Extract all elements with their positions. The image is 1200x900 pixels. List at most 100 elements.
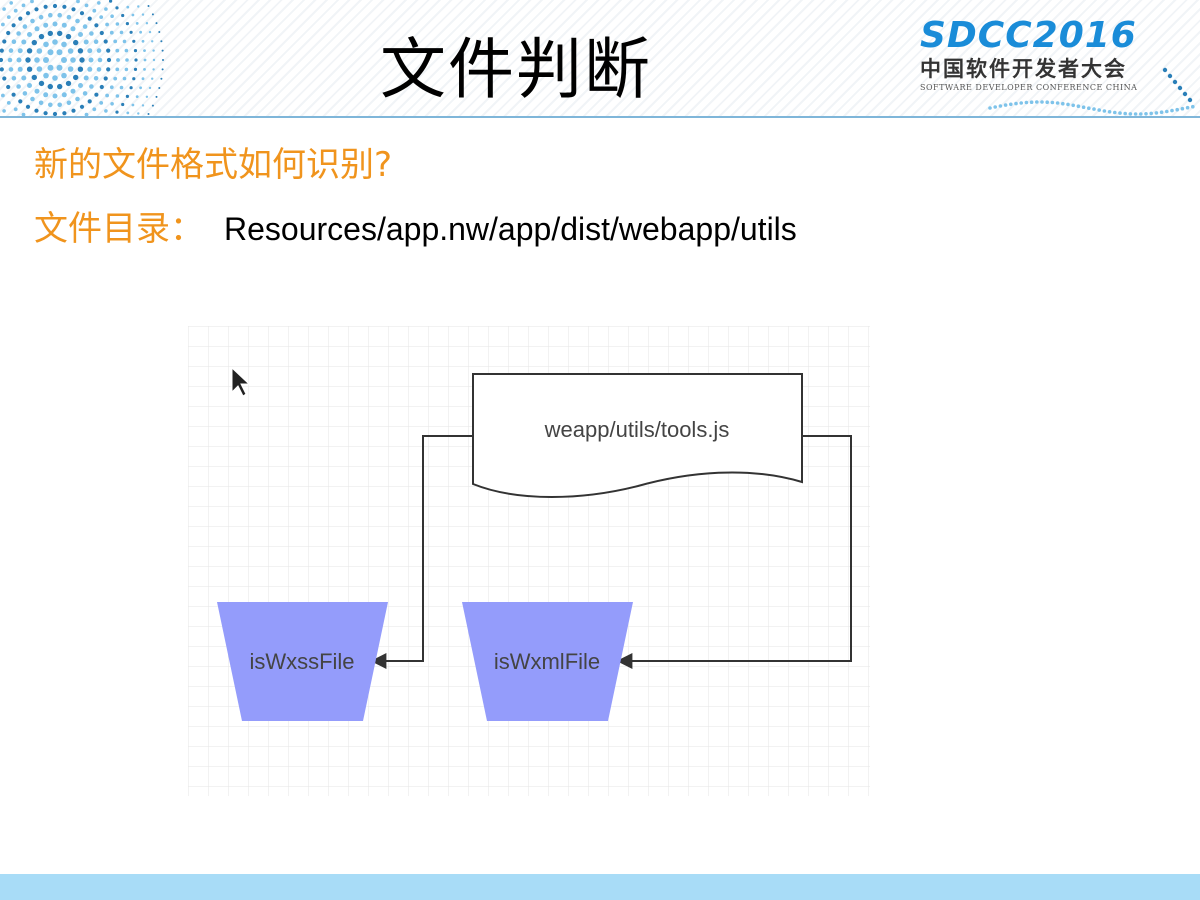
decorative-dot [133, 67, 138, 71]
decorative-dot [106, 48, 111, 53]
decorative-dot [48, 12, 53, 18]
decorative-dot [121, 13, 125, 18]
decorative-dot [2, 76, 7, 81]
decorative-dot [125, 22, 129, 26]
decorative-dot [71, 108, 76, 113]
decorative-dot [75, 96, 80, 102]
decorative-dot [1055, 101, 1060, 105]
decorative-dot [1097, 108, 1101, 112]
decorative-dot [1182, 91, 1188, 97]
decorative-dot [78, 83, 83, 88]
decorative-dot [56, 64, 63, 71]
decorative-dot [148, 30, 152, 34]
decorative-dot [62, 111, 67, 116]
decorative-dot [152, 58, 156, 62]
decorative-dot [124, 67, 129, 72]
decorative-dot [993, 105, 997, 109]
decorative-dot [1050, 100, 1055, 105]
decorative-dot [139, 86, 143, 90]
decorative-dot [1167, 73, 1173, 79]
decorative-dot [1092, 107, 1096, 111]
decorative-dot [43, 92, 49, 98]
decorative-dot [147, 5, 150, 7]
decorative-dot [1014, 101, 1018, 106]
decorative-dot [1118, 111, 1122, 115]
decorative-dot [126, 111, 130, 115]
decorative-dot [106, 67, 111, 72]
decorative-dot [17, 66, 23, 72]
decorative-dot [2, 39, 7, 44]
decorative-dot [43, 57, 49, 63]
decorative-dot [21, 112, 26, 116]
decorative-dot [141, 39, 145, 43]
decorative-dot [104, 7, 108, 11]
decorative-dot [87, 16, 92, 21]
decorative-dot [135, 95, 139, 98]
decorative-dot [160, 77, 163, 80]
decorative-dot [1187, 97, 1193, 103]
decorative-dot [105, 93, 109, 98]
directory-line: 文件目录：Resources/app.nw/app/dist/webapp/ut… [34, 204, 797, 254]
decorative-dot [1076, 104, 1081, 108]
decorative-dot [9, 1, 13, 5]
decorative-dot [36, 48, 43, 54]
decorative-dot [998, 104, 1003, 108]
decorative-dot [1154, 111, 1159, 115]
decorative-dot [1061, 101, 1065, 106]
decorative-dot [1128, 112, 1133, 116]
decorative-dot [106, 57, 112, 63]
decorative-dot [11, 92, 16, 97]
decorative-dot [70, 26, 76, 32]
decorative-dot [0, 57, 4, 63]
decorative-dot [155, 95, 158, 98]
decorative-dot [22, 24, 28, 29]
decorative-dots-top-right [988, 67, 1195, 116]
decorative-dot [21, 39, 27, 45]
decorative-dot [34, 57, 40, 63]
decorative-dot [38, 14, 44, 20]
decorative-dot [11, 23, 16, 28]
decorative-dot [83, 39, 89, 45]
decorative-dot [147, 113, 150, 115]
mouse-cursor-icon [231, 366, 251, 397]
decorative-dot [77, 66, 84, 72]
decorative-dot [82, 91, 88, 96]
decorative-dot [125, 58, 129, 62]
decorative-dot [48, 102, 53, 108]
decorative-dot [109, 30, 114, 35]
decorative-dot [1149, 111, 1153, 116]
decorative-dot [151, 77, 154, 80]
decorative-dot [2, 109, 6, 113]
decorative-dot [1123, 111, 1127, 116]
decorative-dot [162, 59, 164, 61]
decorative-dot [161, 68, 164, 71]
decorative-dot [82, 24, 88, 29]
decorative-dot [105, 22, 109, 27]
decorative-dot [1191, 104, 1195, 109]
decorative-dot [61, 57, 67, 63]
decorative-dot [1024, 100, 1029, 105]
decorative-dot [52, 3, 58, 9]
decorative-dot [67, 66, 74, 72]
decorative-dot [135, 22, 139, 25]
decorative-dot [94, 92, 99, 97]
decorative-dot [43, 72, 49, 79]
decorative-dot [43, 22, 49, 28]
decorative-dot [62, 4, 67, 9]
decorative-dot [76, 0, 80, 4]
logo-main-text: SDCC2016 [920, 15, 1137, 56]
decorative-dot [79, 57, 85, 63]
decorative-dot [66, 100, 72, 106]
decorative-dot [99, 30, 104, 36]
decorative-dot [1159, 110, 1164, 114]
decorative-dot [1102, 109, 1107, 113]
decorative-dot [13, 8, 18, 13]
decorative-dot [141, 13, 145, 16]
decorative-dot [1165, 109, 1169, 114]
decorative-dot [988, 106, 992, 110]
decorative-dot [88, 57, 94, 63]
decorative-dot [11, 39, 17, 44]
decorative-dot [0, 67, 4, 72]
decorative-dot [16, 57, 22, 63]
decorative-dot [52, 93, 58, 99]
